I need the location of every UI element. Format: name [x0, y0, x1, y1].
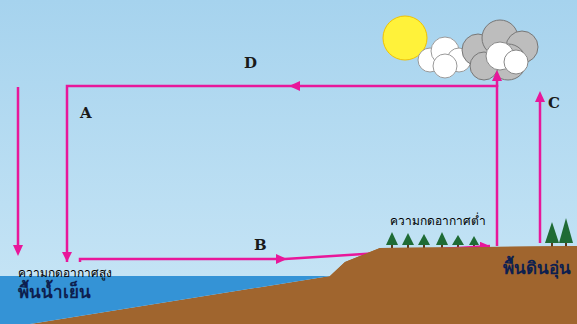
region-shape: [330, 246, 577, 324]
flow-letter: A: [80, 104, 92, 122]
flow-letter: B: [254, 236, 267, 254]
flow-letter: D: [244, 54, 257, 72]
region-fill: [0, 276, 330, 324]
cloud-front: [486, 42, 528, 74]
region-label: พื้นดินอุ่น: [503, 258, 571, 278]
warm-land: พื้นดินอุ่น: [330, 246, 577, 324]
pressure-label: ความกดอากาศต่ำ: [390, 214, 486, 228]
cold-sea: ความกดอากาศสูงพื้นน้ำเย็น: [0, 262, 335, 324]
return-flow: [67, 86, 497, 262]
pressure-label: ความกดอากาศสูง: [18, 266, 112, 280]
region-fill: [330, 246, 577, 324]
region-label: พื้นน้ำเย็น: [18, 282, 91, 302]
big-cloud: [462, 20, 538, 80]
flow-letter: C: [548, 94, 560, 112]
air-flow-arrows: [13, 70, 545, 264]
